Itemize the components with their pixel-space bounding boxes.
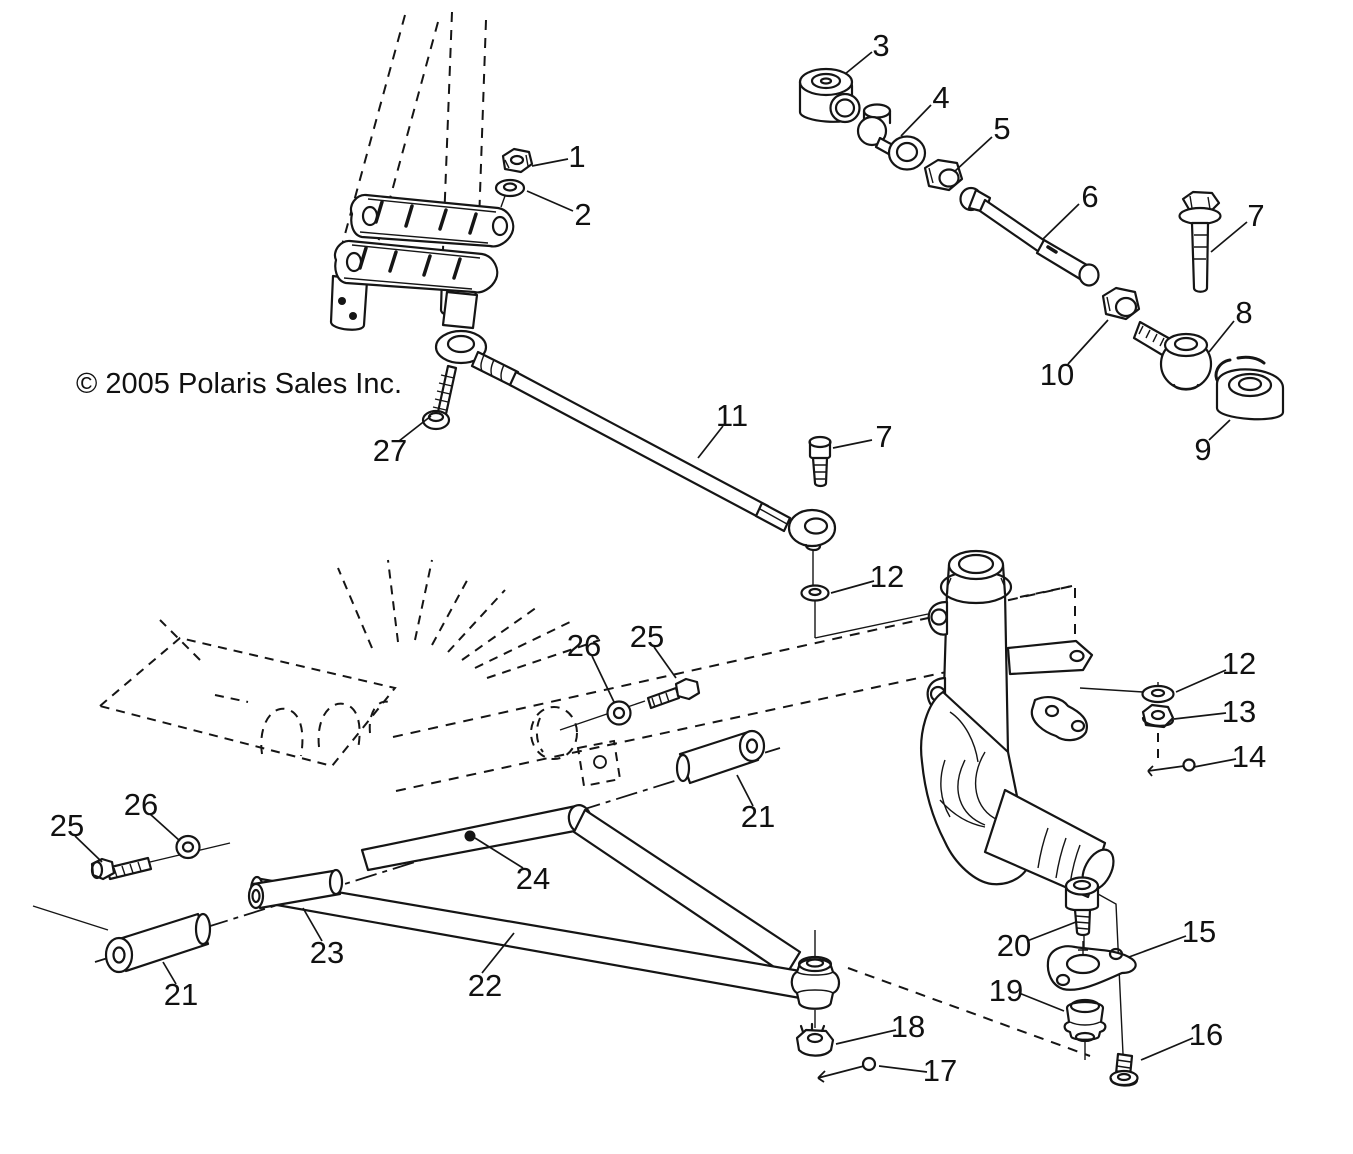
callout-14: 14: [1232, 739, 1266, 774]
callout-15: 15: [1182, 914, 1216, 949]
callout-10: 10: [1040, 357, 1074, 392]
part-24-weld-dot: [464, 830, 476, 842]
callout-24: 24: [516, 861, 550, 896]
a-arm-assembly: [94, 729, 1091, 1083]
part-tie-rod-11: [434, 329, 837, 585]
callout-5: 5: [993, 111, 1010, 146]
part-jam-nut-10: [1101, 286, 1141, 321]
part-flange-bolt-7: [1178, 190, 1222, 293]
callout-3: 3: [872, 28, 889, 63]
callout-8: 8: [1235, 295, 1252, 330]
part-cotter-pin-17: [817, 1056, 877, 1083]
callout-12-right: 12: [1222, 646, 1256, 681]
callout-1: 1: [568, 139, 585, 174]
part-washer-26-top: [606, 700, 632, 726]
part-washer-2: [494, 178, 526, 208]
callout-12-left: 12: [870, 559, 904, 594]
callout-21-right: 21: [741, 799, 775, 834]
part-bolt-20: [1064, 876, 1100, 937]
frame-phantom-outline: [32, 559, 1076, 931]
part-washer-26-left: [175, 834, 201, 860]
part-cotter-pin-14: [1147, 758, 1196, 777]
callout-19: 19: [989, 973, 1023, 1008]
part-washer-12-right: [1141, 684, 1175, 704]
part-plate-15: [1046, 941, 1137, 991]
part-bolt-25-top: [559, 677, 701, 731]
callout-20: 20: [997, 928, 1031, 963]
part-lock-nut-13: [1141, 703, 1175, 729]
callout-16: 16: [1189, 1017, 1223, 1052]
part-bolt-16: [1109, 1052, 1139, 1087]
callout-25-left: 25: [50, 808, 84, 843]
part-steering-knuckle: [920, 549, 1115, 899]
part-bushing-19: [1063, 998, 1107, 1043]
part-bolt-27: [421, 364, 458, 431]
callout-13: 13: [1222, 694, 1256, 729]
callout-11: 11: [716, 398, 748, 433]
callout-6: 6: [1081, 179, 1098, 214]
part-tie-rod-end-8: [1132, 320, 1213, 391]
part-washer-12-left: [800, 584, 929, 639]
part-nut-1: [501, 147, 534, 174]
callout-4: 4: [932, 80, 949, 115]
steering-column-assembly: [329, 11, 515, 331]
callout-labels: 1 2 3 4 5 6 7 8 9 10 11 7 12 12 13 14 15…: [50, 28, 1266, 1088]
part-socket-bolt-7: [808, 435, 832, 488]
part-joint-4: [856, 103, 927, 171]
callout-26-left: 26: [124, 787, 158, 822]
part-rod-end-3: [798, 67, 861, 124]
callout-2: 2: [574, 197, 591, 232]
part-bushing-9: [1214, 355, 1285, 421]
callout-26-top: 26: [567, 628, 601, 663]
callout-22: 22: [468, 968, 502, 1003]
callout-25-top: 25: [630, 619, 664, 654]
callout-21-left: 21: [164, 977, 198, 1012]
callout-7-socket: 7: [875, 419, 892, 454]
callout-7-flange: 7: [1247, 198, 1264, 233]
callout-18: 18: [891, 1009, 925, 1044]
part-jam-nut-5: [923, 158, 964, 192]
callout-9: 9: [1194, 432, 1211, 467]
callout-17: 17: [923, 1053, 957, 1088]
part-inner-tie-rod-6: [959, 186, 1100, 287]
part-bolt-25-left: [90, 842, 231, 881]
callout-23: 23: [310, 935, 344, 970]
callout-27: 27: [373, 433, 407, 468]
copyright-text: © 2005 Polaris Sales Inc.: [76, 368, 402, 400]
leader-lines: [74, 51, 1248, 1073]
